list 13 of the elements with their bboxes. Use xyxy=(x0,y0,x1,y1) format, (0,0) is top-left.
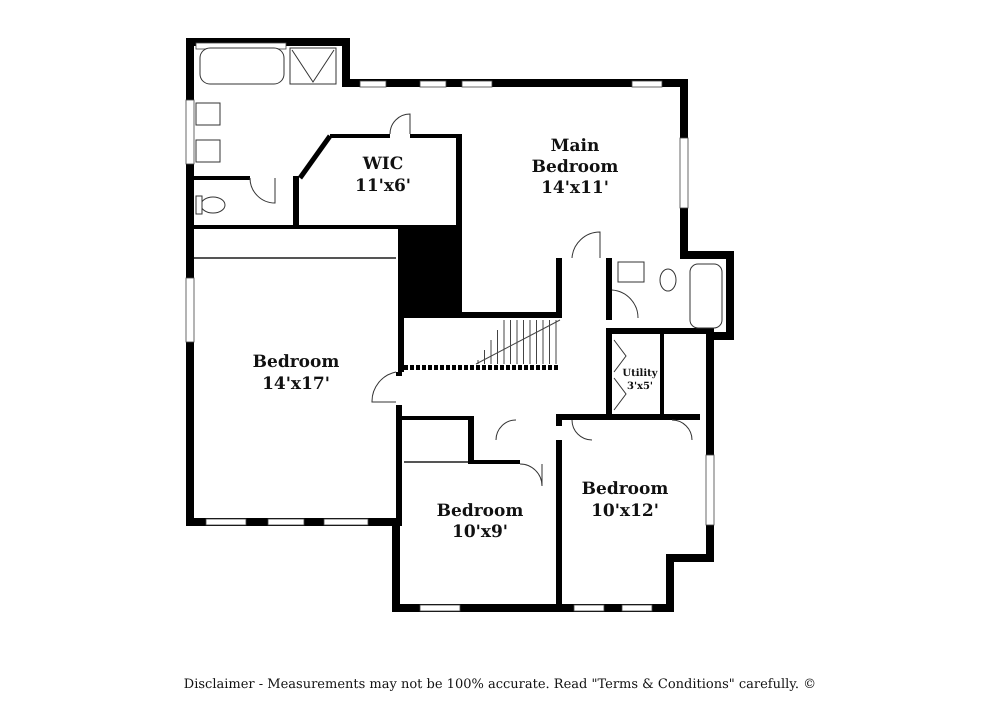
room-label: Bedroom xyxy=(436,503,524,520)
room-label: 3'x5' xyxy=(627,382,653,392)
room-label: 14'x17' xyxy=(262,376,330,393)
room-label: Bedroom xyxy=(252,354,340,371)
room-label: Bedroom xyxy=(582,481,668,498)
room-label: Main Bedroom xyxy=(530,136,620,178)
room-label: 14'x11' xyxy=(541,180,609,197)
room-label: WIC xyxy=(362,156,404,173)
room-label: 10'x9' xyxy=(452,524,508,541)
room-label: 10'x12' xyxy=(591,503,659,520)
disclaimer-caption: Disclaimer - Measurements may not be 100% accurate. Read "Terms & Conditions" carefully. © xyxy=(182,677,818,692)
room-label: Utility xyxy=(622,369,658,379)
room-label: 11'x6' xyxy=(354,178,412,195)
